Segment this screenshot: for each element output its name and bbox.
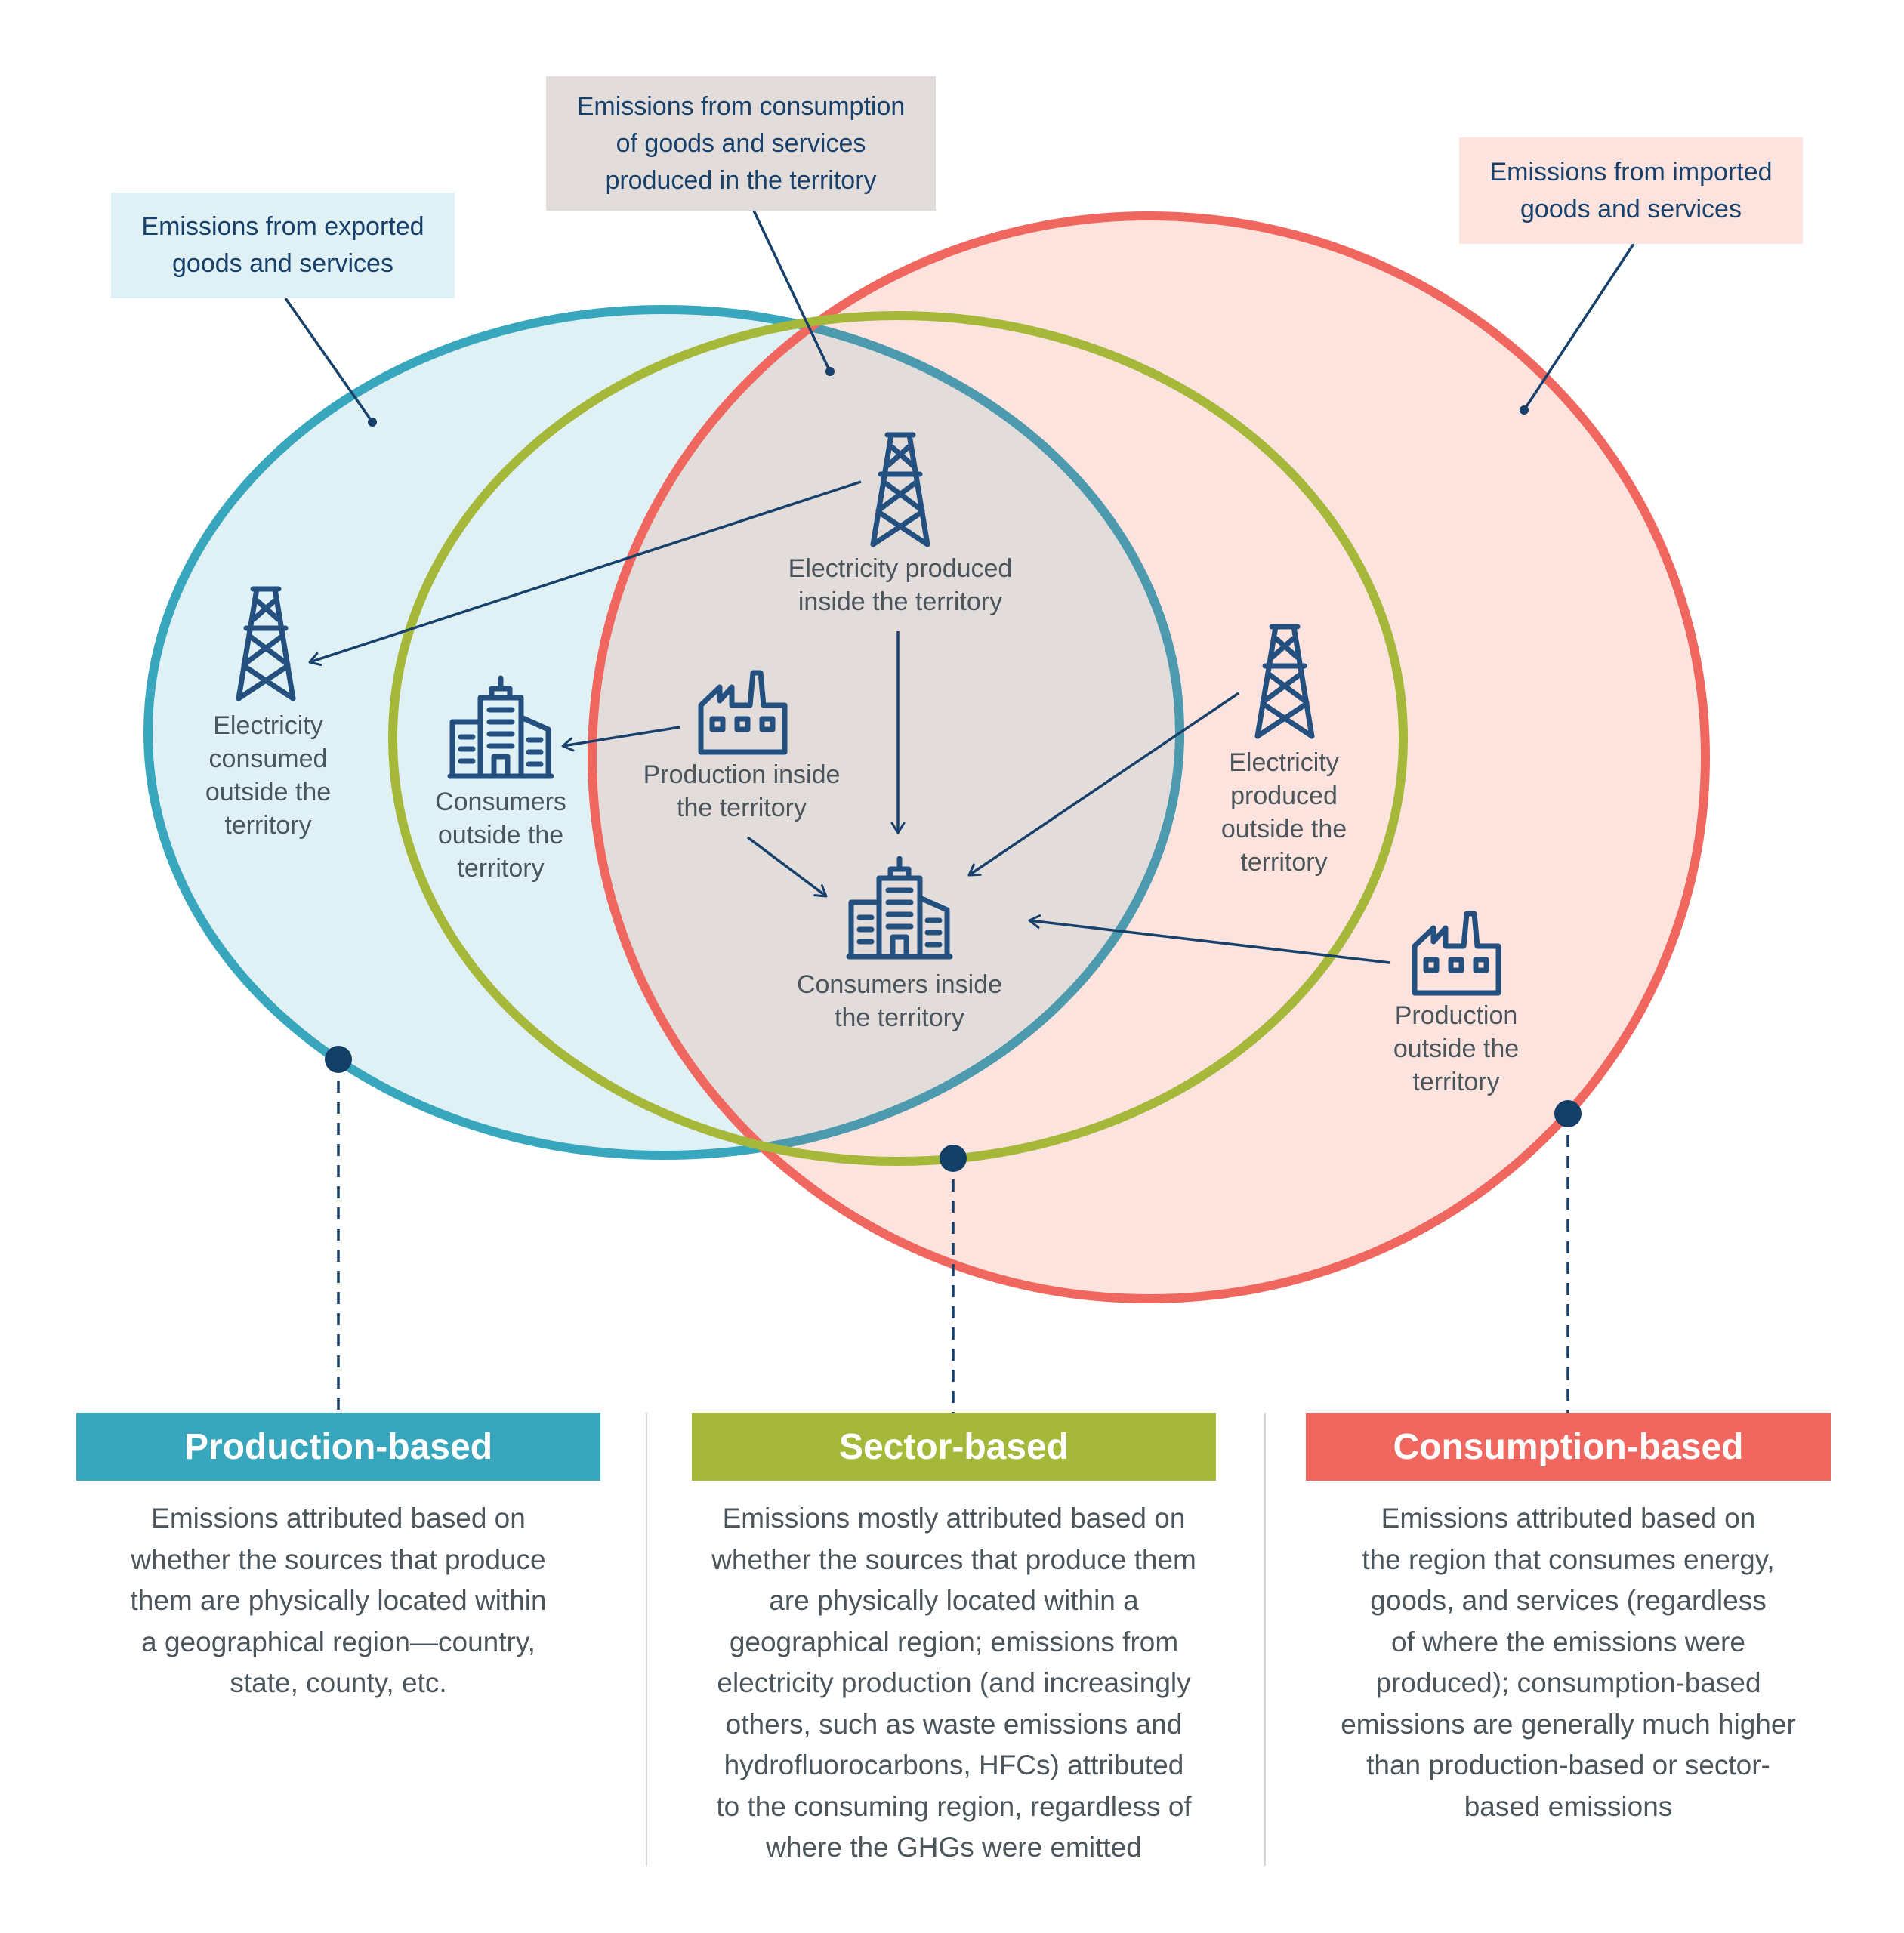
label-production-inside: Production inside the territory [643,760,841,822]
territory-overlap-fill [592,310,1180,1155]
callout-exported-emissions: Emissions from exported goods and servic… [111,193,455,298]
column-divider [646,1413,647,1866]
flow-arrow-production-inside-to-consumers-inside [746,836,828,898]
connector-dot-consumption [1554,1100,1582,1127]
flow-arrow-production-outside-to-consumers-inside [1028,914,1390,964]
leader-dot-exported [368,418,377,427]
method-connectors [337,1059,1569,1413]
production-based-header: Production-based [76,1413,600,1481]
connector-dot-sector [940,1145,967,1172]
callout-text: Emissions from exported goods and servic… [141,212,424,278]
flow-arrow-production-inside-to-consumers-outside [561,726,680,752]
label-electricity-consumed-outside: Electricity consumed outside the territo… [205,711,332,840]
flow-arrow-elec-outside-to-consumers-inside [967,692,1239,877]
callout-imported-emissions: Emissions from imported goods and servic… [1459,137,1803,244]
callout-leaders [284,210,1635,427]
leader-dot-imported [1520,405,1529,415]
flow-arrows [308,480,1390,964]
production-based-description: Emissions attributed based on whether th… [130,1503,547,1698]
connector-dot-production [325,1046,352,1073]
callout-text: Emissions from imported goods and servic… [1489,157,1773,224]
consumption-based-description: Emissions attributed based on the region… [1341,1503,1796,1822]
callout-text: Emissions from consumption of goods and … [576,91,906,195]
label-electricity-produced-outside: Electricity produced outside the territo… [1220,748,1347,877]
consumption-based-header: Consumption-based [1306,1413,1831,1481]
leader-exported [284,297,374,424]
leader-dot-domestic [825,367,835,376]
leader-imported [1523,243,1635,411]
flow-arrow-elec-inside-to-elec-outside [308,480,862,667]
leader-domestic [752,210,832,372]
sector-based-description: Emissions mostly attributed based on whe… [711,1503,1196,1863]
label-consumers-outside: Consumers outside the territory [435,788,566,883]
column-divider [1264,1413,1266,1866]
sector-based-circle [388,311,1408,1166]
consumption-based-circle [588,211,1710,1303]
sector-based-header: Sector-based [692,1413,1216,1481]
label-production-outside: Production outside the territory [1393,1001,1520,1096]
callout-domestic-consumption-emissions: Emissions from consumption of goods and … [546,76,936,211]
label-consumers-inside: Consumers inside the territory [796,970,1003,1032]
label-electricity-produced-inside: Electricity produced inside the territor… [788,554,1013,616]
